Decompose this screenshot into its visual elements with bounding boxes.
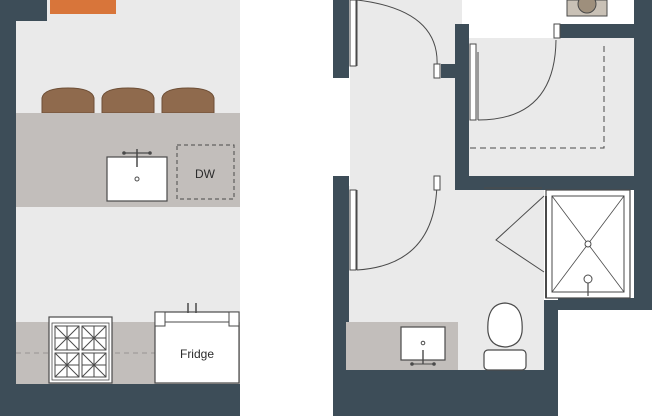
island-faucet-handle-right (148, 151, 152, 155)
bar-stool-3 (161, 87, 215, 114)
fridge-door-left (154, 311, 166, 327)
bath-sink (400, 326, 446, 366)
door-jamb-bath (433, 175, 441, 191)
bar-stool-1 (41, 87, 95, 114)
door-swing-shower (495, 195, 545, 273)
stove (48, 316, 113, 384)
hall-left-wall-upper (333, 0, 349, 78)
door-leaf-top-left (349, 0, 357, 67)
door-jamb-closet (553, 23, 561, 39)
washer-dryer (566, 0, 608, 17)
closet-floor (468, 38, 634, 176)
closet-top-wall (560, 24, 652, 38)
bar-stool-2 (101, 87, 155, 114)
door-swing-top-left (356, 0, 438, 67)
bath-shower-wall-top (544, 186, 634, 190)
closet-shelf-dashed (470, 44, 605, 149)
door-leaf-closet (469, 43, 477, 121)
kitchen-top-wall-stub (0, 0, 47, 21)
bath-faucet-handle-right (432, 362, 436, 366)
fridge-body (154, 311, 240, 384)
toilet-tank (483, 349, 527, 371)
fridge-door-right (228, 311, 240, 327)
burner-grate-2 (81, 325, 107, 351)
toilet-bowl (487, 302, 523, 348)
door-leaf-bath (349, 189, 357, 271)
right-wall-corner (558, 298, 652, 310)
exterior-area (558, 310, 652, 416)
stove-inner (51, 322, 110, 381)
bath-faucet-handle-left (410, 362, 414, 366)
island-faucet-handle-left (122, 151, 126, 155)
bath-right-wall (544, 300, 558, 416)
right-wall-lower (634, 186, 652, 310)
hall-floor (350, 0, 462, 190)
door-jamb-top-left (433, 63, 441, 79)
island-sink-drain (134, 176, 140, 182)
door-swing-closet (477, 39, 557, 121)
island-sink (106, 149, 168, 202)
kitchen-bottom-wall (0, 384, 240, 416)
washer-dryer-drum (577, 0, 597, 14)
bar-stools (41, 87, 215, 114)
right-outer-wall (634, 0, 652, 190)
shower (545, 189, 631, 299)
toilet (483, 302, 527, 371)
top-right-panel (612, 0, 634, 24)
kitchen-left-wall (0, 0, 16, 416)
shower-drain (584, 240, 592, 248)
bath-bottom-wall (333, 370, 557, 416)
closet-left-wall (455, 24, 469, 188)
burner-grate-3 (54, 352, 80, 378)
dishwasher-outline (176, 144, 235, 200)
orange-cabinet (50, 0, 116, 14)
door-swing-bath (356, 179, 438, 271)
door-swings (356, 0, 557, 273)
burner-grate-4 (81, 352, 107, 378)
fridge (154, 303, 240, 384)
fridge-label: Fridge (180, 347, 214, 361)
bath-sink-drain (420, 340, 426, 346)
hall-left-wall-lower (333, 176, 349, 416)
burner-grate-1 (54, 325, 80, 351)
dishwasher-label: DW (195, 167, 216, 181)
